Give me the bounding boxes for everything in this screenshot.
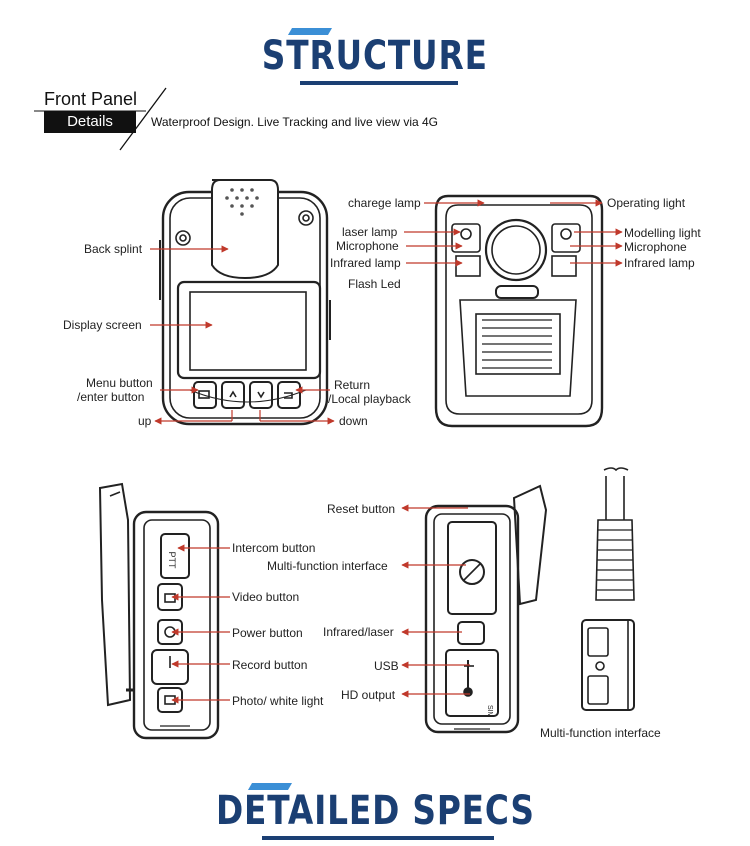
label-microphone-left: Microphone [336, 239, 399, 253]
label-video-button: Video button [232, 590, 300, 604]
label-back-splint: Back splint [84, 242, 143, 256]
label-display-screen: Display screen [63, 318, 142, 332]
title-underline [300, 81, 458, 85]
front-panel-heading: Front Panel [44, 89, 138, 109]
cable-interface [581, 467, 635, 711]
right-side-device [424, 484, 548, 734]
label-cable-caption: Multi-function interface [540, 726, 661, 740]
label-usb: USB [374, 659, 399, 673]
footer-underline [262, 836, 494, 840]
arrows [150, 199, 623, 704]
label-infrared-right: Infrared lamp [624, 256, 695, 270]
label-record-button: Record button [232, 658, 308, 672]
label-microphone-right: Microphone [624, 240, 687, 254]
label-return: Return [334, 378, 371, 392]
back-device [434, 194, 604, 428]
label-hd-output: HD output [341, 688, 396, 702]
label-menu-button: Menu button [86, 376, 153, 390]
label-photo-white-light: Photo/ white light [232, 694, 324, 708]
label-intercom-button: Intercom button [232, 541, 316, 555]
label-multi-function-interface: Multi-function interface [267, 559, 388, 573]
label-down: down [339, 414, 368, 428]
label-infrared-laser: Infrared/laser [323, 625, 394, 639]
page-title: STRUCTURE [261, 33, 489, 79]
label-infrared-left: Infrared lamp [330, 256, 401, 270]
label-local-playback: /Local playback [328, 392, 411, 406]
structure-title-wrap: STRUCTURE [0, 36, 750, 76]
label-modelling-light: Modelling light [624, 226, 701, 240]
label-enter-button: /enter button [77, 390, 145, 404]
label-power-button: Power button [232, 626, 303, 640]
left-side-device [98, 482, 220, 740]
label-charge-lamp: charege lamp [348, 196, 421, 210]
ptt-text: PTT [167, 552, 177, 570]
label-laser-lamp: laser lamp [342, 225, 398, 239]
sim-text: SIM [486, 705, 493, 718]
label-flash-led: Flash Led [348, 277, 401, 291]
details-tag: Details [44, 111, 136, 133]
front-panel-description: Waterproof Design. Live Tracking and liv… [151, 115, 439, 129]
footer-title-wrap: DETAILED SPECS [0, 791, 750, 831]
label-reset-button: Reset button [327, 502, 396, 516]
front-device [159, 179, 331, 426]
label-operating-light: Operating light [607, 196, 686, 210]
label-up: up [138, 414, 152, 428]
footer-title: DETAILED SPECS [215, 788, 535, 834]
